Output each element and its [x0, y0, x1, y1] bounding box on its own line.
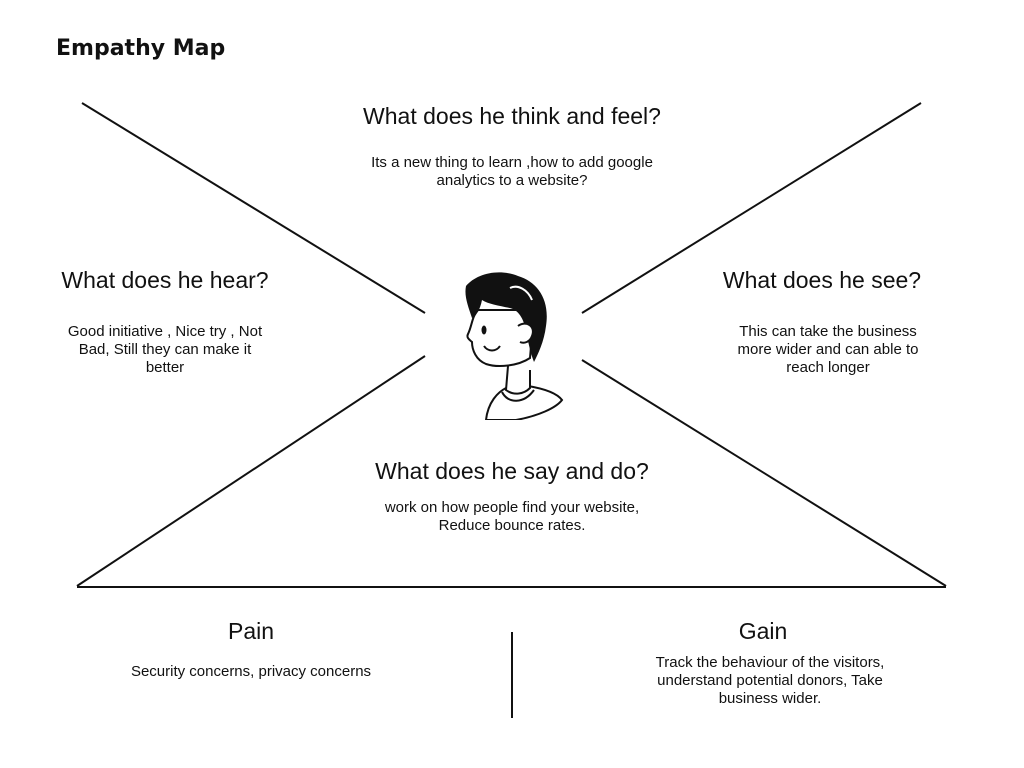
hear-heading: What does he hear? — [61, 267, 269, 293]
hear-text: Good initiative , Nice try , Not Bad, St… — [67, 323, 263, 376]
divider-top-left — [81, 102, 426, 314]
gain-heading: Gain — [738, 618, 788, 644]
see-text: This can take the business more wider an… — [737, 323, 919, 376]
think-feel-heading: What does he think and feel? — [363, 103, 661, 129]
gain-text: Track the behaviour of the visitors, und… — [655, 654, 885, 707]
say-do-heading: What does he say and do? — [375, 458, 649, 484]
divider-bottom-left — [76, 355, 426, 587]
person-avatar-icon — [465, 272, 564, 420]
page-title: Empathy Map — [56, 36, 226, 61]
see-heading: What does he see? — [722, 267, 922, 293]
pain-text: Security concerns, privacy concerns — [130, 663, 372, 680]
say-do-text: work on how people find your website, Re… — [384, 499, 640, 534]
divider-top-right — [581, 102, 922, 314]
divider-bottom-right — [581, 359, 947, 587]
pain-heading: Pain — [227, 618, 275, 644]
think-feel-text: Its a new thing to learn ,how to add goo… — [371, 154, 653, 189]
